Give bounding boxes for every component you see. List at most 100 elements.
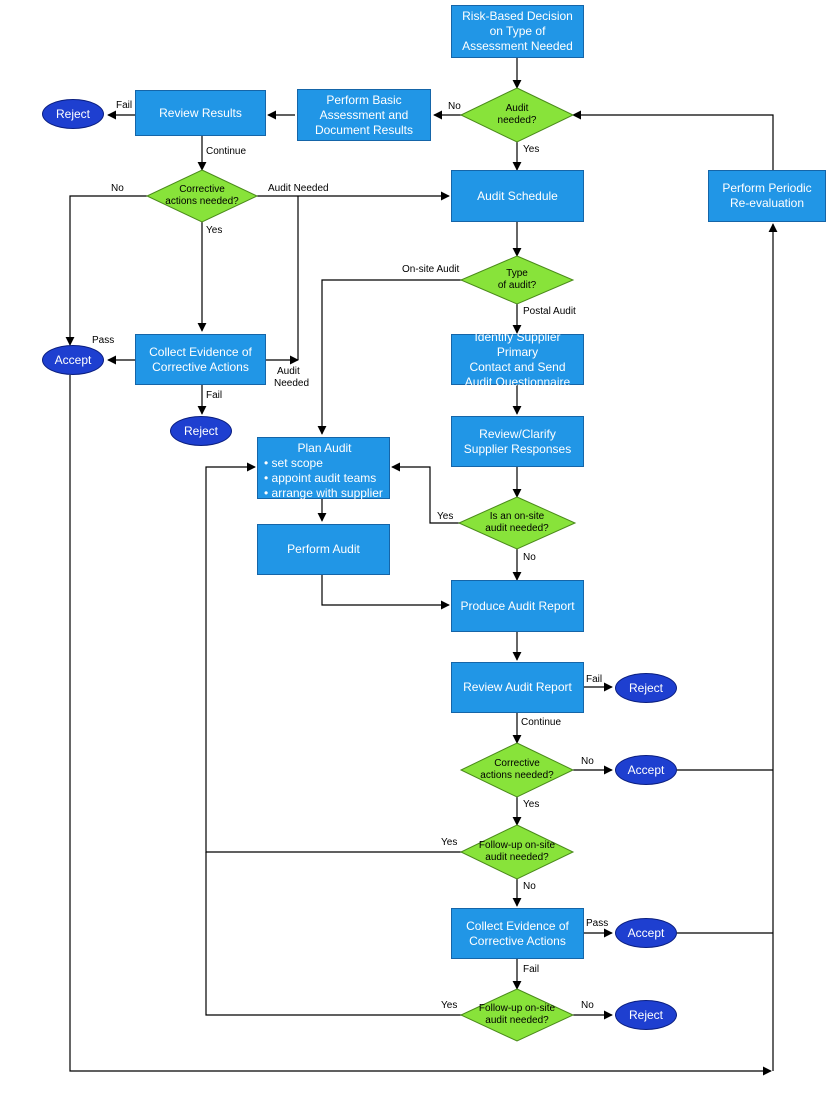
box-line: Audit Schedule (477, 188, 558, 203)
label-yes: Yes (206, 225, 223, 236)
decision-followup-1 (459, 824, 575, 880)
label-fail: Fail (523, 964, 540, 975)
box-line: Supplier Responses (463, 441, 572, 456)
box-line: Risk-Based Decision (462, 9, 573, 23)
label-pass: Pass (586, 918, 609, 929)
review-clarify-box: Review/Clarify Supplier Responses (451, 416, 584, 467)
decision-line: actions needed? (480, 770, 554, 781)
decision-line: Audit (505, 103, 529, 114)
label-no: No (581, 756, 594, 767)
plan-audit-box: Plan Audit • set scope • appoint audit t… (257, 437, 390, 500)
reject-terminal-1: Reject (42, 99, 104, 129)
accept-terminal-left: Accept (42, 345, 104, 375)
review-results-box: Review Results (135, 90, 266, 136)
produce-report-box: Produce Audit Report (451, 580, 584, 632)
label-no: No (523, 881, 536, 892)
label-yes: Yes (441, 837, 458, 848)
decision-line: of audit? (497, 280, 537, 291)
box-line: Perform Periodic (722, 181, 812, 195)
box-line: on Type of (489, 24, 546, 38)
box-line: Document Results (314, 122, 414, 137)
decision-line: needed? (497, 115, 537, 126)
decision-line: Is an on-site (489, 511, 545, 522)
box-line: Collect Evidence of (149, 344, 252, 359)
decision-corrective-bottom (459, 742, 575, 798)
box-line: Corrective Actions (152, 359, 249, 374)
periodic-reevaluation-box: Perform Periodic Re-evaluation (708, 170, 826, 222)
plan-audit-title: Plan Audit (297, 441, 352, 455)
box-line: Corrective Actions (469, 933, 566, 948)
label-yes: Yes (437, 511, 454, 522)
decision-line: audit needed? (485, 523, 549, 534)
decision-line: audit needed? (485, 1015, 549, 1026)
label-audit: Audit (277, 366, 300, 377)
decision-type-of-audit-text: Type of audit? (477, 268, 557, 292)
box-line: Review Results (159, 105, 242, 120)
box-line: Assessment and (319, 107, 409, 122)
label-audit-needed: Audit Needed (268, 183, 329, 194)
box-line: Assessment Needed (462, 39, 573, 53)
label-onsite-audit: On-site Audit (402, 264, 460, 275)
decision-followup-1-text: Follow-up on-site audit needed? (467, 840, 567, 864)
label-yes: Yes (441, 1000, 458, 1011)
accept-terminal-2: Accept (615, 918, 677, 948)
decision-corrective-top (145, 169, 259, 223)
decision-onsite-needed (457, 496, 577, 550)
collect-evidence-top-box: Collect Evidence of Corrective Actions (135, 334, 266, 385)
plan-audit-item: • appoint audit teams (264, 471, 377, 485)
decision-line: audit needed? (485, 852, 549, 863)
label-no: No (523, 552, 536, 563)
label-continue: Continue (206, 146, 247, 157)
box-line: Contact and Send (469, 359, 566, 374)
label-fail: Fail (586, 674, 603, 685)
box-line: Re-evaluation (729, 196, 805, 210)
decision-corrective-top-text: Corrective actions needed? (157, 184, 247, 208)
label-yes: Yes (523, 144, 540, 155)
perform-audit-box: Perform Audit (257, 524, 390, 575)
decision-line: actions needed? (165, 196, 239, 207)
decision-line: Type (506, 268, 528, 279)
decision-onsite-needed-text: Is an on-site audit needed? (472, 511, 562, 535)
box-line: Perform Audit (287, 542, 360, 556)
label-no: No (581, 1000, 594, 1011)
decision-line: Corrective (494, 758, 540, 769)
basic-assessment-box: Perform Basic Assessment and Document Re… (297, 89, 431, 141)
box-line: Review Audit Report (463, 680, 572, 694)
decision-type-of-audit (459, 255, 575, 305)
box-line: Review/Clarify (479, 426, 556, 441)
accept-terminal-1: Accept (615, 755, 677, 785)
decision-followup-2-text: Follow-up on-site audit needed? (467, 1003, 567, 1027)
decision-audit-needed-text: Audit needed? (477, 103, 557, 127)
decision-line: Corrective (179, 184, 225, 195)
decision-corrective-bottom-text: Corrective actions needed? (472, 758, 562, 782)
plan-audit-item: • set scope (264, 456, 323, 470)
label-continue: Continue (521, 717, 562, 728)
decision-audit-needed (459, 87, 575, 143)
audit-schedule-box: Audit Schedule (451, 170, 584, 222)
box-line: Audit Questionnaire (464, 374, 571, 389)
reject-terminal-4: Reject (615, 1000, 677, 1030)
label-pass: Pass (92, 335, 115, 346)
label-fail: Fail (206, 390, 223, 401)
label-fail: Fail (116, 100, 133, 111)
collect-evidence-bottom-box: Collect Evidence of Corrective Actions (451, 908, 584, 959)
decision-line: Follow-up on-site (478, 1003, 556, 1014)
label-no: No (111, 183, 124, 194)
box-line: Identify Supplier Primary (474, 329, 561, 359)
label-needed: Needed (274, 378, 310, 389)
review-report-box: Review Audit Report (451, 662, 584, 713)
plan-audit-item: • arrange with supplier (264, 486, 383, 500)
identify-supplier-box: Identify Supplier Primary Contact and Se… (451, 330, 584, 389)
risk-decision-box: Risk-Based Decision on Type of Assessmen… (451, 5, 584, 58)
box-line: Perform Basic (326, 92, 402, 107)
label-no: No (448, 101, 461, 112)
label-yes: Yes (523, 799, 540, 810)
decision-followup-2 (459, 988, 575, 1042)
label-postal-audit: Postal Audit (523, 306, 576, 317)
box-line: Collect Evidence of (466, 918, 569, 933)
decision-line: Follow-up on-site (478, 840, 556, 851)
reject-terminal-2: Reject (170, 416, 232, 446)
box-line: Produce Audit Report (460, 598, 575, 613)
reject-terminal-3: Reject (615, 673, 677, 703)
